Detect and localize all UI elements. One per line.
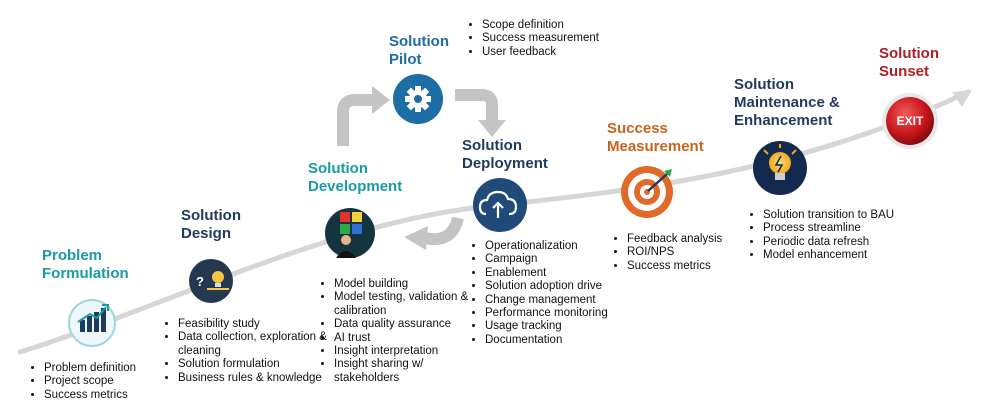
stage-title-solution-sunset: Solution Sunset (879, 45, 939, 81)
list-item: Performance monitoring (485, 307, 655, 320)
loop-arrow-up-head (372, 86, 390, 114)
list-item: Solution transition to BAU (763, 209, 913, 222)
list-item: Enablement (485, 267, 655, 280)
stage-items-solution-design: Feasibility study Data collection, explo… (158, 318, 328, 385)
list-item: Model testing, validation & calibration (334, 291, 484, 318)
stage-title-solution-deployment: Solution Deployment (462, 137, 548, 173)
loop-arrow-up (337, 94, 374, 146)
title-line: Pilot (389, 51, 422, 68)
loop-arrow-down (455, 89, 498, 122)
target-icon (621, 166, 673, 218)
list-item: Feasibility study (178, 318, 328, 331)
title-line: Solution (734, 76, 794, 93)
stage-title-problem-formulation: Problem Formulation (42, 247, 129, 283)
title-line: Problem (42, 247, 103, 264)
journey-arrowhead (952, 90, 972, 107)
title-line: Sunset (879, 63, 930, 80)
stage-title-success-measurement: Success Measurement (607, 120, 704, 156)
lightbulb-icon (753, 141, 807, 195)
list-item: Scope definition (482, 19, 652, 32)
title-line: Deployment (462, 155, 548, 172)
list-item: Feedback analysis (627, 233, 777, 246)
title-line: Solution (181, 207, 241, 224)
stage-items-solution-pilot: Scope definition Success measurement Use… (462, 19, 652, 59)
title-line: Maintenance & (734, 94, 840, 111)
idea-question-icon: ? (189, 259, 233, 303)
loop-arrow-back (423, 216, 464, 245)
title-line: Measurement (607, 138, 704, 155)
stage-title-solution-pilot: Solution Pilot (389, 33, 449, 69)
list-item: Change management (485, 294, 655, 307)
title-line: Design (181, 225, 232, 242)
gear-icon (393, 74, 443, 124)
list-item: Operationalization (485, 240, 655, 253)
list-item: Success metrics (44, 389, 194, 402)
exit-label: EXIT (896, 114, 924, 128)
stage-items-solution-deployment: Operationalization Campaign Enablement S… (465, 240, 655, 347)
title-line: Success (607, 120, 668, 137)
list-item: Model building (334, 278, 484, 291)
stage-items-problem-formulation: Problem definition Project scope Success… (24, 362, 194, 402)
list-item: Model enhancement (763, 249, 913, 262)
loop-arrow-down-head (478, 120, 506, 137)
list-item: Process streamline (763, 222, 913, 235)
title-line: Development (308, 178, 403, 195)
list-item: Usage tracking (485, 320, 655, 333)
list-item: ROI/NPS (627, 246, 777, 259)
list-item: Insight sharing w/ stakeholders (334, 358, 484, 385)
list-item: AI trust (334, 332, 484, 345)
list-item: User feedback (482, 46, 652, 59)
title-line: Solution (879, 45, 939, 62)
list-item: Problem definition (44, 362, 194, 375)
list-item: Business rules & knowledge (178, 372, 328, 385)
stage-title-solution-design: Solution Design (181, 207, 241, 243)
loop-arrow-back-head (404, 226, 428, 250)
stage-title-solution-development: Solution Development (308, 160, 402, 196)
list-item: Insight interpretation (334, 345, 484, 358)
title-line: Enhancement (734, 112, 833, 129)
list-item: Solution formulation (178, 358, 328, 371)
title-line: Solution (462, 137, 522, 154)
list-item: Documentation (485, 334, 655, 347)
stage-title-solution-maintenance: Solution Maintenance & Enhancement (734, 76, 840, 130)
list-item: Success measurement (482, 32, 652, 45)
exit-button-icon (882, 93, 938, 149)
stage-items-solution-development: Model building Model testing, validation… (314, 278, 484, 385)
list-item: Campaign (485, 253, 655, 266)
title-line: Solution (389, 33, 449, 50)
svg-text:?: ? (196, 274, 204, 289)
title-line: Solution (308, 160, 368, 177)
cloud-upload-icon (473, 178, 527, 232)
puzzle-developer-icon (325, 208, 375, 258)
stage-items-success-measurement: Feedback analysis ROI/NPS Success metric… (607, 233, 777, 273)
list-item: Project scope (44, 375, 194, 388)
list-item: Solution adoption drive (485, 280, 655, 293)
title-line: Formulation (42, 265, 129, 282)
stage-items-solution-maintenance: Solution transition to BAU Process strea… (743, 209, 913, 263)
list-item: Data collection, exploration & cleaning (178, 331, 328, 358)
list-item: Success metrics (627, 260, 777, 273)
growth-chart-icon (68, 299, 116, 347)
list-item: Periodic data refresh (763, 236, 913, 249)
list-item: Data quality assurance (334, 318, 484, 331)
